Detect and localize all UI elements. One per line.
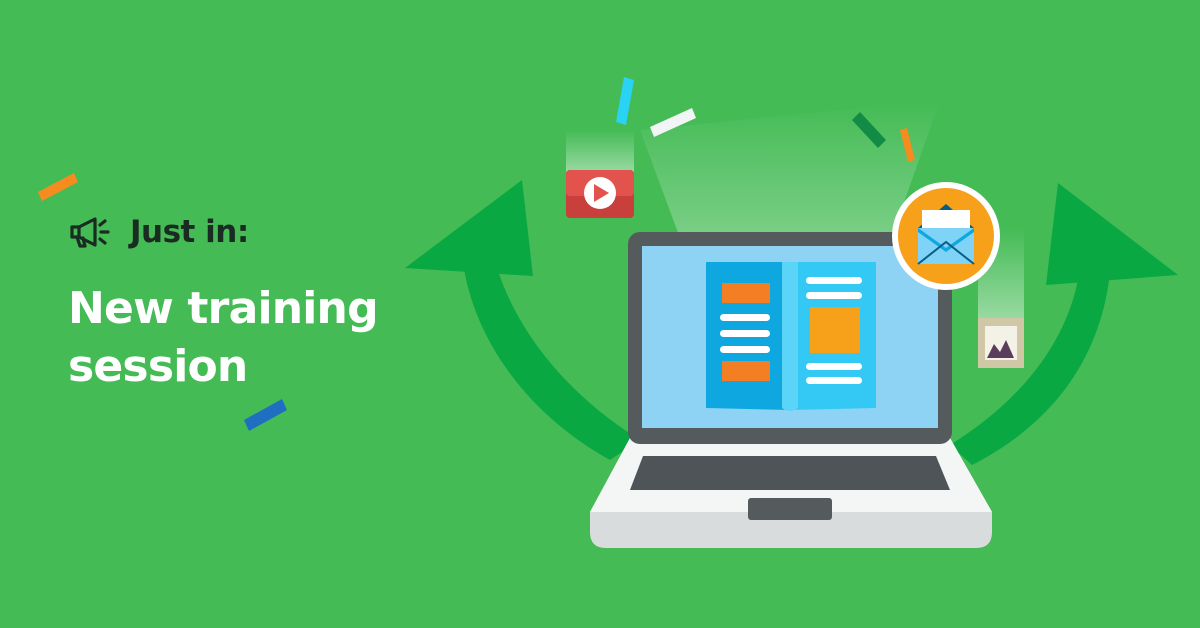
page-title: New training session bbox=[68, 283, 379, 392]
megaphone-icon bbox=[70, 217, 110, 248]
confetti bbox=[38, 77, 915, 431]
curved-arrow-left bbox=[405, 180, 640, 460]
kicker-label: Just in: bbox=[130, 214, 249, 250]
kicker: Just in: bbox=[68, 212, 488, 252]
envelope-icon bbox=[917, 204, 975, 265]
curved-arrow-right bbox=[950, 183, 1178, 465]
mail-badge bbox=[892, 182, 1000, 290]
headline-block: Just in: New training session bbox=[68, 212, 488, 396]
light-beam bbox=[640, 100, 940, 265]
play-icon bbox=[594, 184, 609, 202]
open-book-icon bbox=[706, 262, 876, 411]
image-icon bbox=[987, 340, 1014, 358]
photo-tile bbox=[978, 228, 1024, 368]
video-tile bbox=[566, 130, 634, 218]
